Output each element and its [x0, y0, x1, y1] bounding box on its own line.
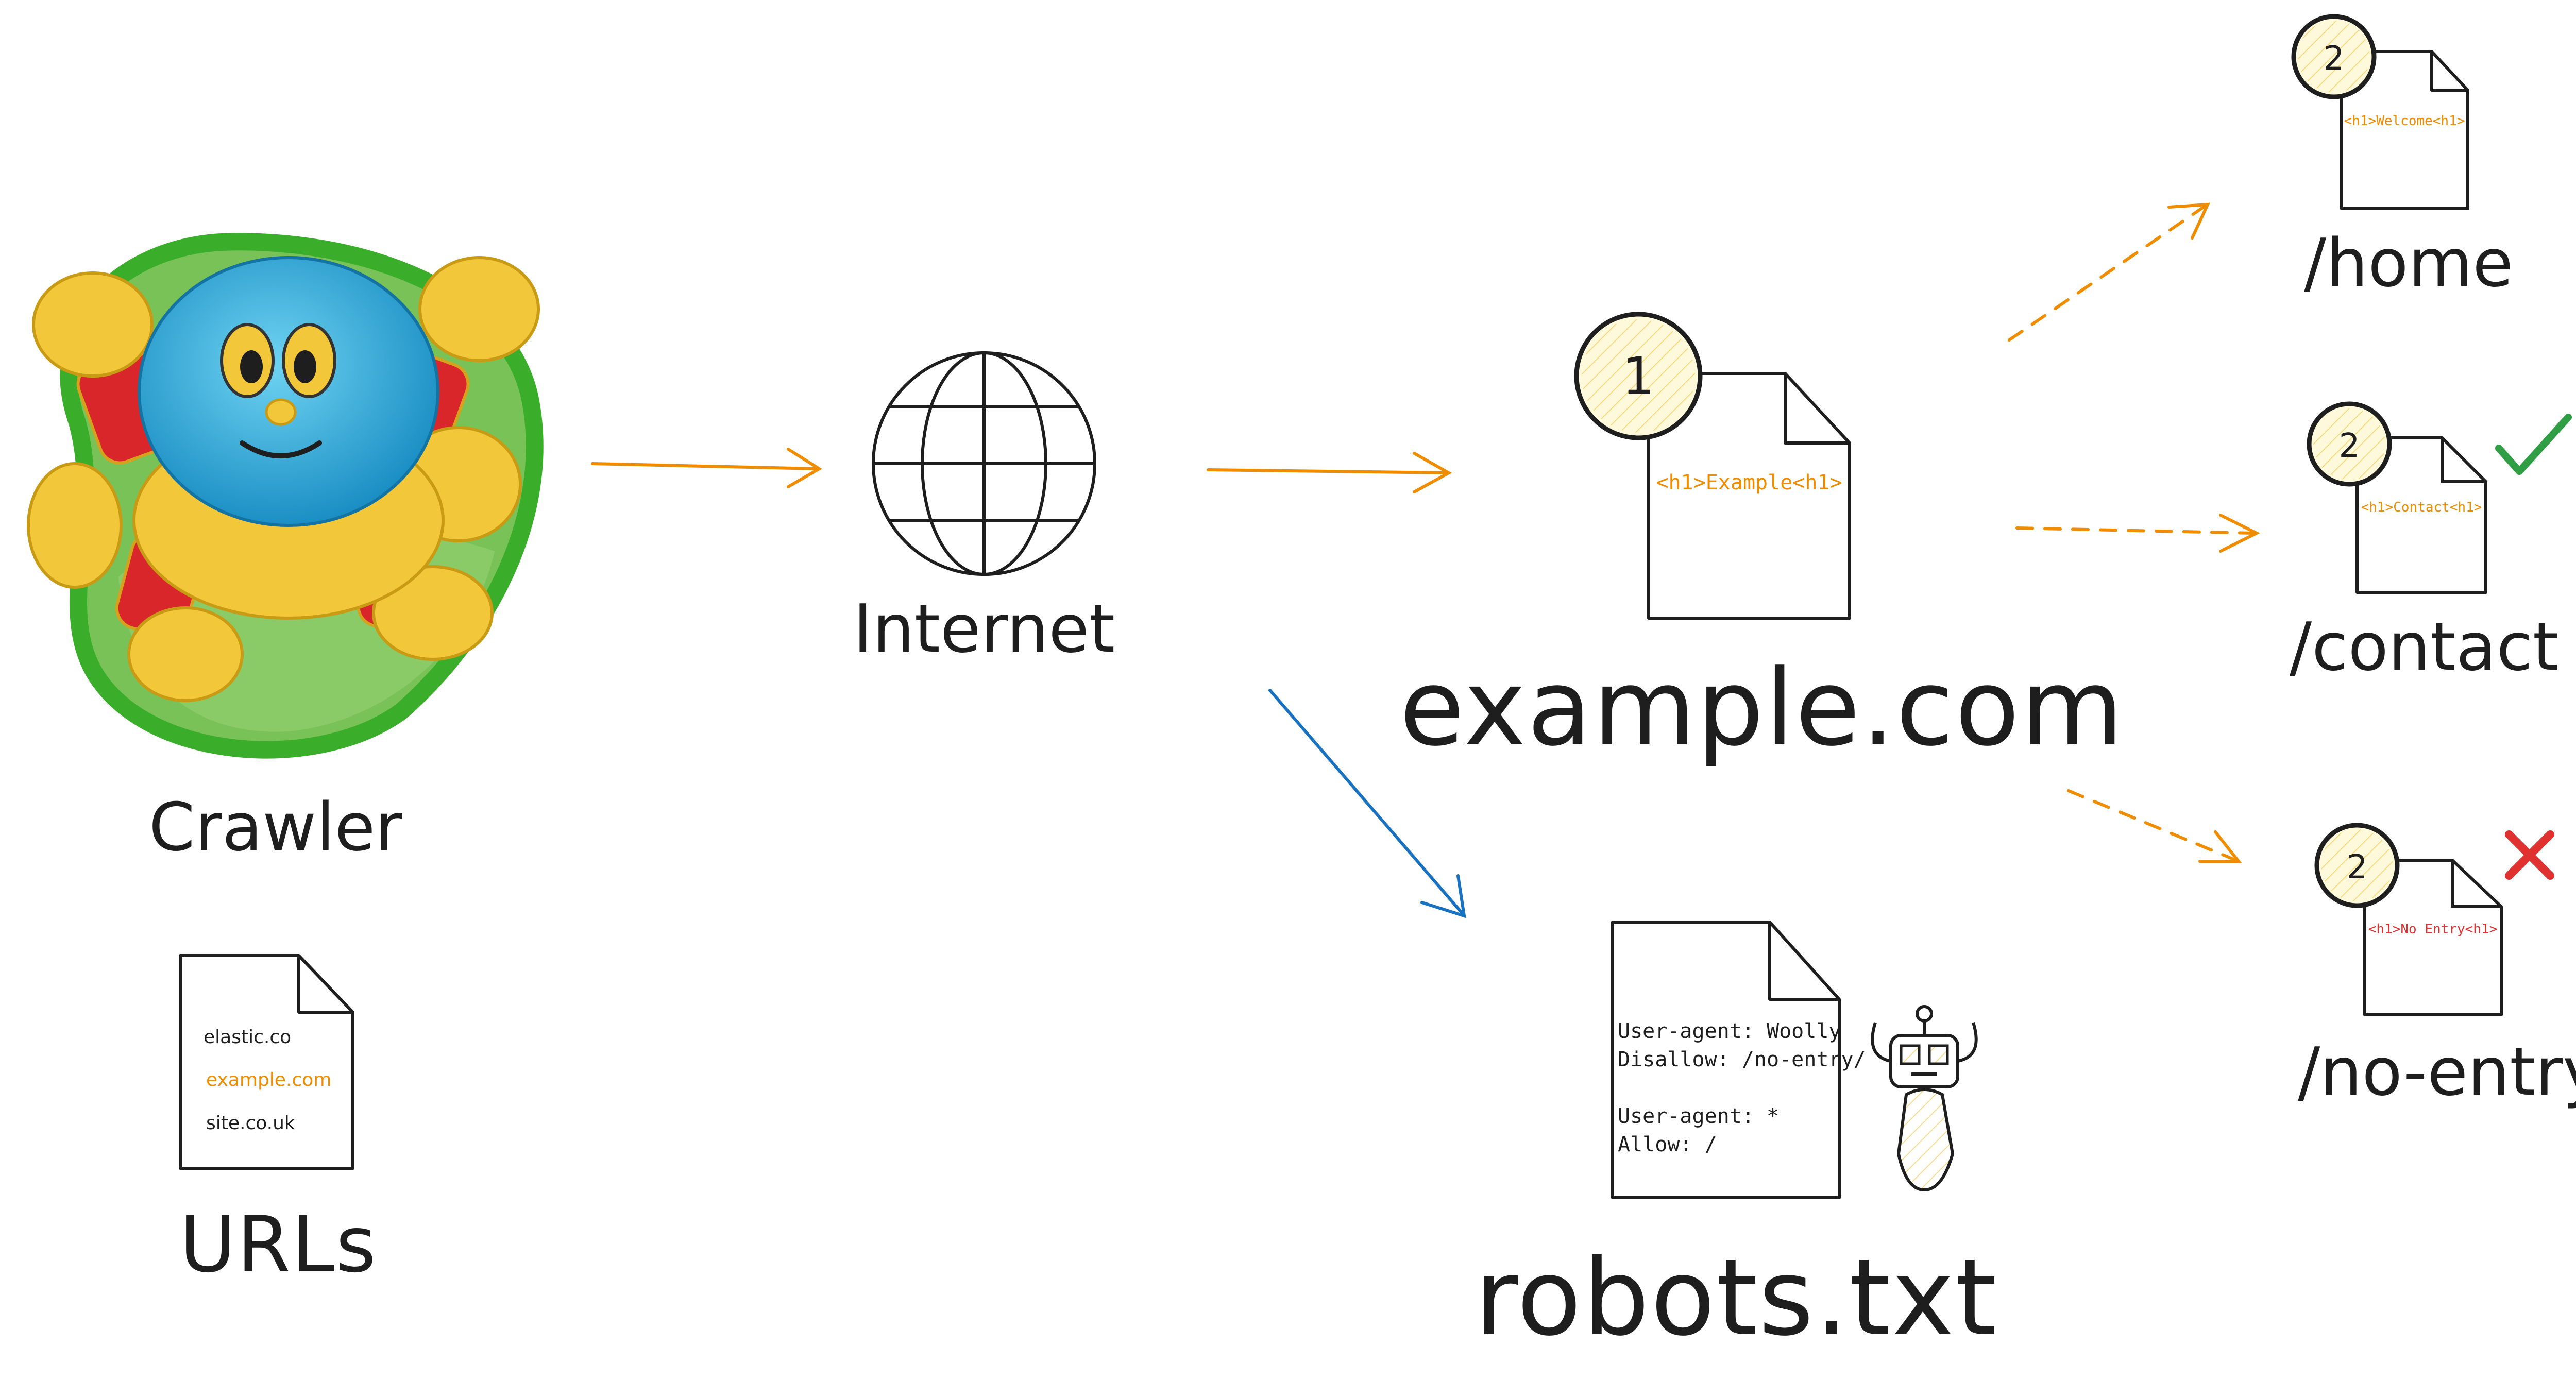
- cross-icon: [2505, 830, 2554, 880]
- no-entry-label: /no-entry: [2298, 1034, 2576, 1111]
- robot-icon: [1871, 1005, 1978, 1192]
- home-document: <h1>Welcome<h1> 2: [2291, 14, 2469, 210]
- robots-line: User-agent: Woolly: [1618, 1019, 1841, 1043]
- arrow-internet-to-robots: [1268, 689, 1466, 918]
- globe-icon: [872, 351, 1096, 576]
- example-document: <h1>Example<h1> 1: [1574, 312, 1851, 620]
- badge-2: 2: [2291, 14, 2377, 99]
- badge-1: 1: [1574, 312, 1703, 440]
- badge-number: 2: [2347, 848, 2368, 887]
- no-entry-document: <h1>No Entry<h1> 2: [2314, 823, 2503, 1016]
- arrow-internet-to-example: [1207, 452, 1452, 493]
- robots-line: User-agent: *: [1618, 1104, 1779, 1128]
- no-entry-doc-content: <h1>No Entry<h1>: [2368, 922, 2497, 937]
- url-item: site.co.uk: [206, 1113, 295, 1134]
- contact-label: /contact: [2290, 609, 2558, 686]
- contact-doc-content: <h1>Contact<h1>: [2361, 500, 2482, 515]
- url-item: elastic.co: [204, 1027, 291, 1048]
- robots-txt-label: robots.txt: [1475, 1237, 1997, 1359]
- contact-document: <h1>Contact<h1> 2: [2307, 401, 2487, 594]
- home-label: /home: [2304, 225, 2513, 302]
- arrow-example-to-contact: [2015, 514, 2260, 553]
- check-icon: [2495, 414, 2572, 475]
- urls-label: URLs: [179, 1200, 377, 1290]
- badge-number: 1: [1622, 346, 1655, 406]
- badge-number: 2: [2324, 40, 2345, 78]
- internet-label: Internet: [853, 591, 1115, 668]
- robots-document: User-agent: Woolly Disallow: /no-entry/ …: [1611, 921, 1866, 1199]
- robots-line: Allow: /: [1618, 1133, 1717, 1156]
- example-doc-content: <h1>Example<h1>: [1656, 471, 1842, 495]
- crawler-mascot-icon: [27, 233, 544, 759]
- arrow-crawler-to-internet: [591, 448, 822, 488]
- home-doc-content: <h1>Welcome<h1>: [2344, 113, 2465, 129]
- badge-2: 2: [2314, 823, 2400, 908]
- arrow-example-to-no-entry: [2067, 789, 2242, 863]
- arrow-example-to-home: [2008, 202, 2210, 342]
- url-list-document: elastic.co example.com site.co.uk: [179, 954, 354, 1170]
- crawler-label: Crawler: [149, 789, 402, 866]
- badge-2: 2: [2307, 401, 2392, 487]
- badge-number: 2: [2339, 427, 2360, 465]
- url-item-highlighted: example.com: [206, 1069, 331, 1091]
- example-com-label: example.com: [1399, 647, 2124, 770]
- robots-line: Disallow: /no-entry/: [1618, 1048, 1866, 1071]
